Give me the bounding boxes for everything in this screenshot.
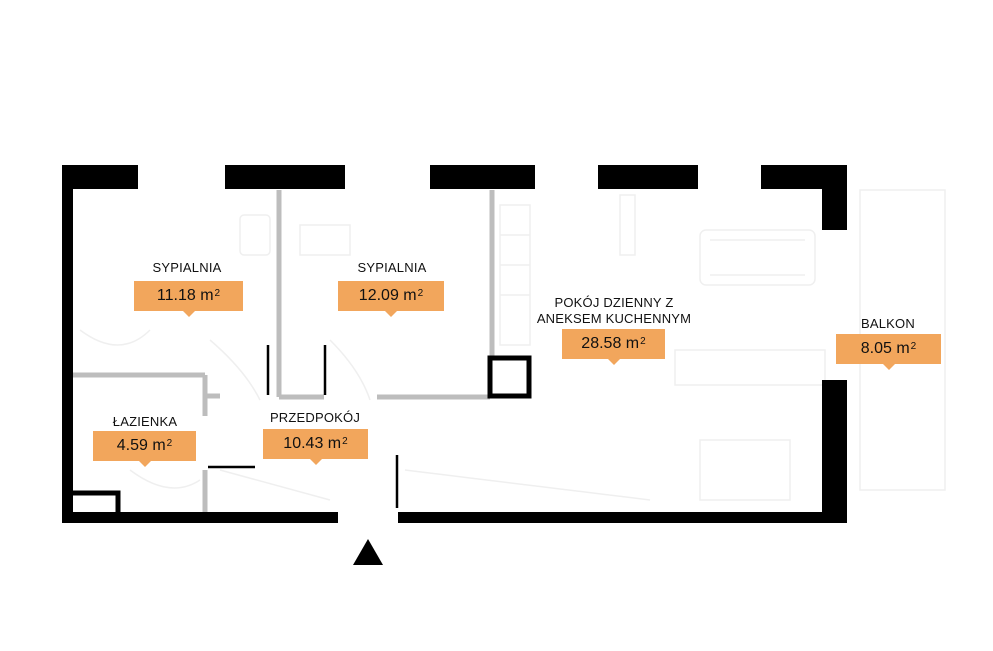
area-value: 11.18 <box>156 287 196 304</box>
exterior-walls <box>62 165 847 523</box>
area-unit: m <box>200 287 214 304</box>
area-value: 10.43 <box>283 435 324 452</box>
room-label-hallway: PRZEDPOKÓJ <box>269 410 361 425</box>
area-unit: m <box>327 435 342 452</box>
area-unit-exponent: 2 <box>417 287 424 299</box>
area-value: 12.09 <box>358 287 399 304</box>
room-label-bedroom-1: SYPIALNIA <box>152 260 222 275</box>
furniture-outlines <box>79 189 946 501</box>
room-label-balcony: BALKON <box>861 316 915 331</box>
area-value: 4.59 <box>116 437 148 454</box>
area-unit-exponent: 2 <box>166 437 173 449</box>
area-unit-exponent: 2 <box>342 435 348 447</box>
area-unit-exponent: 2 <box>910 340 917 352</box>
room-label-bathroom: ŁAZIENKA <box>112 414 178 429</box>
room-label-bedroom-2: SYPIALNIA <box>357 260 427 275</box>
door-leaves <box>208 345 399 508</box>
area-value: 28.58 <box>581 335 622 352</box>
area-unit: m <box>152 437 166 454</box>
ventilation-shaft <box>487 355 532 399</box>
area-unit-exponent: 2 <box>640 335 646 347</box>
area-value: 8.05 <box>860 340 892 357</box>
area-unit: m <box>896 340 910 357</box>
area-unit-exponent: 2 <box>214 287 221 299</box>
shower-tray <box>73 490 121 512</box>
triangle-up-icon <box>353 539 383 565</box>
room-label-living-room: POKÓJ DZIENNY Z ANEKSEM KUCHENNYM <box>536 295 692 326</box>
area-unit: m <box>625 335 640 352</box>
partition-walls <box>71 190 495 512</box>
area-unit: m <box>403 287 417 304</box>
